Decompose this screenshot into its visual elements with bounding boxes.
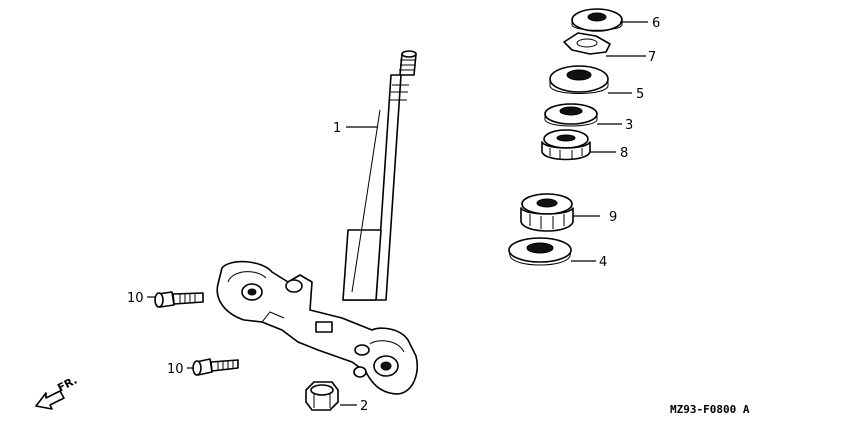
label-part-6: 6 (652, 16, 660, 31)
part-10-bolt-upper (154, 291, 204, 308)
part-4-lower-dust-seal (508, 237, 572, 266)
label-part-3: 3 (625, 118, 633, 133)
front-direction-indicator: FR. (35, 374, 79, 410)
part-7-lock-washer (563, 32, 611, 55)
label-part-10-upper: 10 (127, 291, 144, 306)
label-part-2: 2 (360, 399, 368, 414)
drawing-code: MZ93-F0800 A (670, 403, 750, 416)
label-part-9: 9 (609, 210, 617, 225)
label-part-10-lower: 10 (167, 362, 184, 377)
part-2-nut (305, 381, 339, 411)
part-5-adjusting-nut (549, 65, 609, 94)
leader-lines (147, 21, 648, 406)
label-part-5: 5 (636, 87, 644, 102)
label-part-4: 4 (599, 255, 607, 270)
part-3-dust-seal (544, 103, 598, 127)
label-part-7: 7 (648, 50, 656, 65)
front-label: FR. (55, 374, 79, 395)
part-1-steering-stem (216, 50, 418, 395)
label-part-1: 1 (333, 121, 341, 136)
part-6-lock-nut (571, 8, 623, 32)
part-8-upper-bearing (541, 129, 591, 161)
part-10-bolt-lower (192, 358, 239, 376)
label-part-8: 8 (620, 146, 628, 161)
front-arrow-icon (35, 390, 65, 410)
part-9-lower-bearing (520, 193, 574, 232)
